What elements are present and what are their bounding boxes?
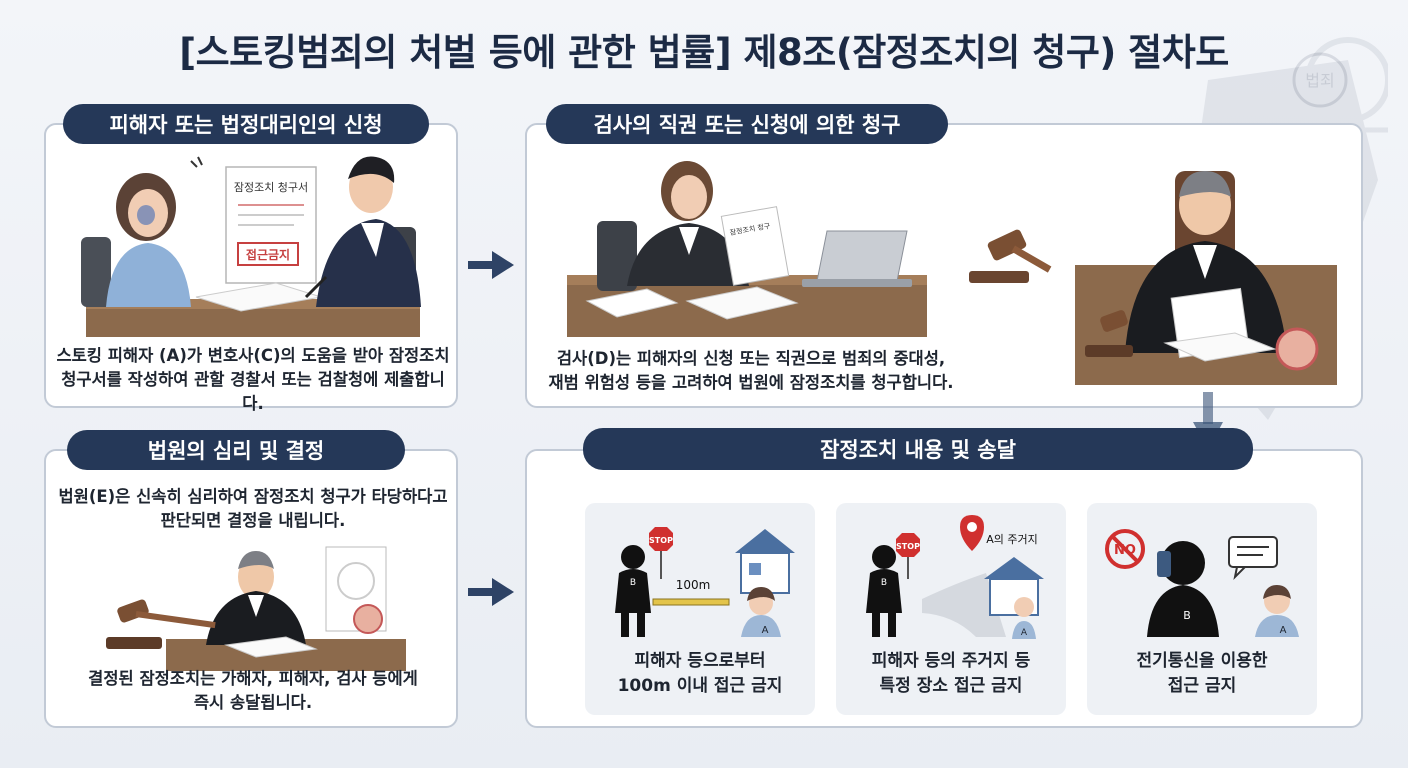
application-document-stamp: 접근금지 [246,247,290,262]
place-label: A의 주거지 [986,533,1038,546]
arrow-right-icon [468,251,514,279]
prosecutor-description: 검사(D)는 피해자의 신청 또는 직권으로 범죄의 중대성, 재범 위험성 등… [548,349,954,392]
offender-label: B [1183,609,1191,622]
measure-caption-residence: 피해자 등의 주거지 등 특정 장소 접근 금지 [871,651,1031,696]
court-description-bottom: 결정된 잠정조치는 가해자, 피해자, 검사 등에게 즉시 송달됩니다. [88,669,418,712]
court-decision-illustration [106,546,406,671]
prosecutor-illustration: 잠정조치 청구 [567,161,927,337]
court-seal-icon: 법죄 [1292,52,1348,108]
victim-label: A [1280,625,1287,636]
panel-application: 잠정조치 청구서 접근금지 스토킹 피해자 (A)가 변호사(C)의 도움을 받… [44,123,458,413]
page-title: [스토킹범죄의 처벌 등에 관한 법률] 제8조(잠정조치의 청구) 절차도 [179,31,1229,74]
panel-prosecutor: 잠정조치 청구 검사(D)는 피해자의 신청 또는 직권으로 범죄의 중대성, … [525,123,1363,408]
measure-card-residence: B STOP A의 주거지 A 피해자 등의 주거지 등 특정 장소 접근 금지 [836,503,1066,715]
victim-lawyer-illustration: 잠정조치 청구서 접근금지 [81,156,421,337]
heading-application: 피해자 또는 법정대리인의 신청 [63,104,429,144]
gavel-icon [969,229,1052,283]
telecom-restriction-illustration: NO B A [1105,529,1299,637]
offender-label: B [881,578,887,588]
heading-measures: 잠정조치 내용 및 송달 [583,428,1253,470]
judge-illustration [1075,171,1337,385]
measure-card-telecom: NO B A 전기통신을 이용한 접근 금지 [1087,503,1317,715]
heading-court: 법원의 심리 및 결정 [67,430,405,470]
court-description-top: 법원(E)은 신속히 심리하여 잠정조치 청구가 타당하다고 판단되면 결정을 … [58,487,448,530]
heading-prosecutor: 검사의 직권 또는 신청에 의한 청구 [546,104,948,144]
distance-restriction-illustration: B STOP 100m A [615,527,795,637]
victim-label: A [1021,628,1028,638]
offender-label: B [630,578,636,588]
watermark-text: 법죄 [1305,71,1334,90]
residence-restriction-illustration: B STOP A의 주거지 A [866,515,1044,639]
victim-label: A [762,625,769,636]
no-sign-label: NO [1114,543,1136,558]
arrow-right-icon [468,578,514,606]
measure-caption-telecom: 전기통신을 이용한 접근 금지 [1136,651,1268,696]
measure-card-distance: B STOP 100m A 피해자 등으로부터 100m 이내 접근 금지 [585,503,815,715]
panel-court: 법원(E)은 신속히 심리하여 잠정조치 청구가 타당하다고 판단되면 결정을 … [44,449,458,728]
stop-sign-label: STOP [649,536,673,545]
measure-caption-distance: 피해자 등으로부터 100m 이내 접근 금지 [617,651,783,696]
application-document-title: 잠정조치 청구서 [234,181,308,194]
application-description: 스토킹 피해자 (A)가 변호사(C)의 도움을 받아 잠정조치 청구서를 작성… [56,346,450,413]
stop-sign-label: STOP [896,542,920,551]
distance-label: 100m [676,578,711,592]
